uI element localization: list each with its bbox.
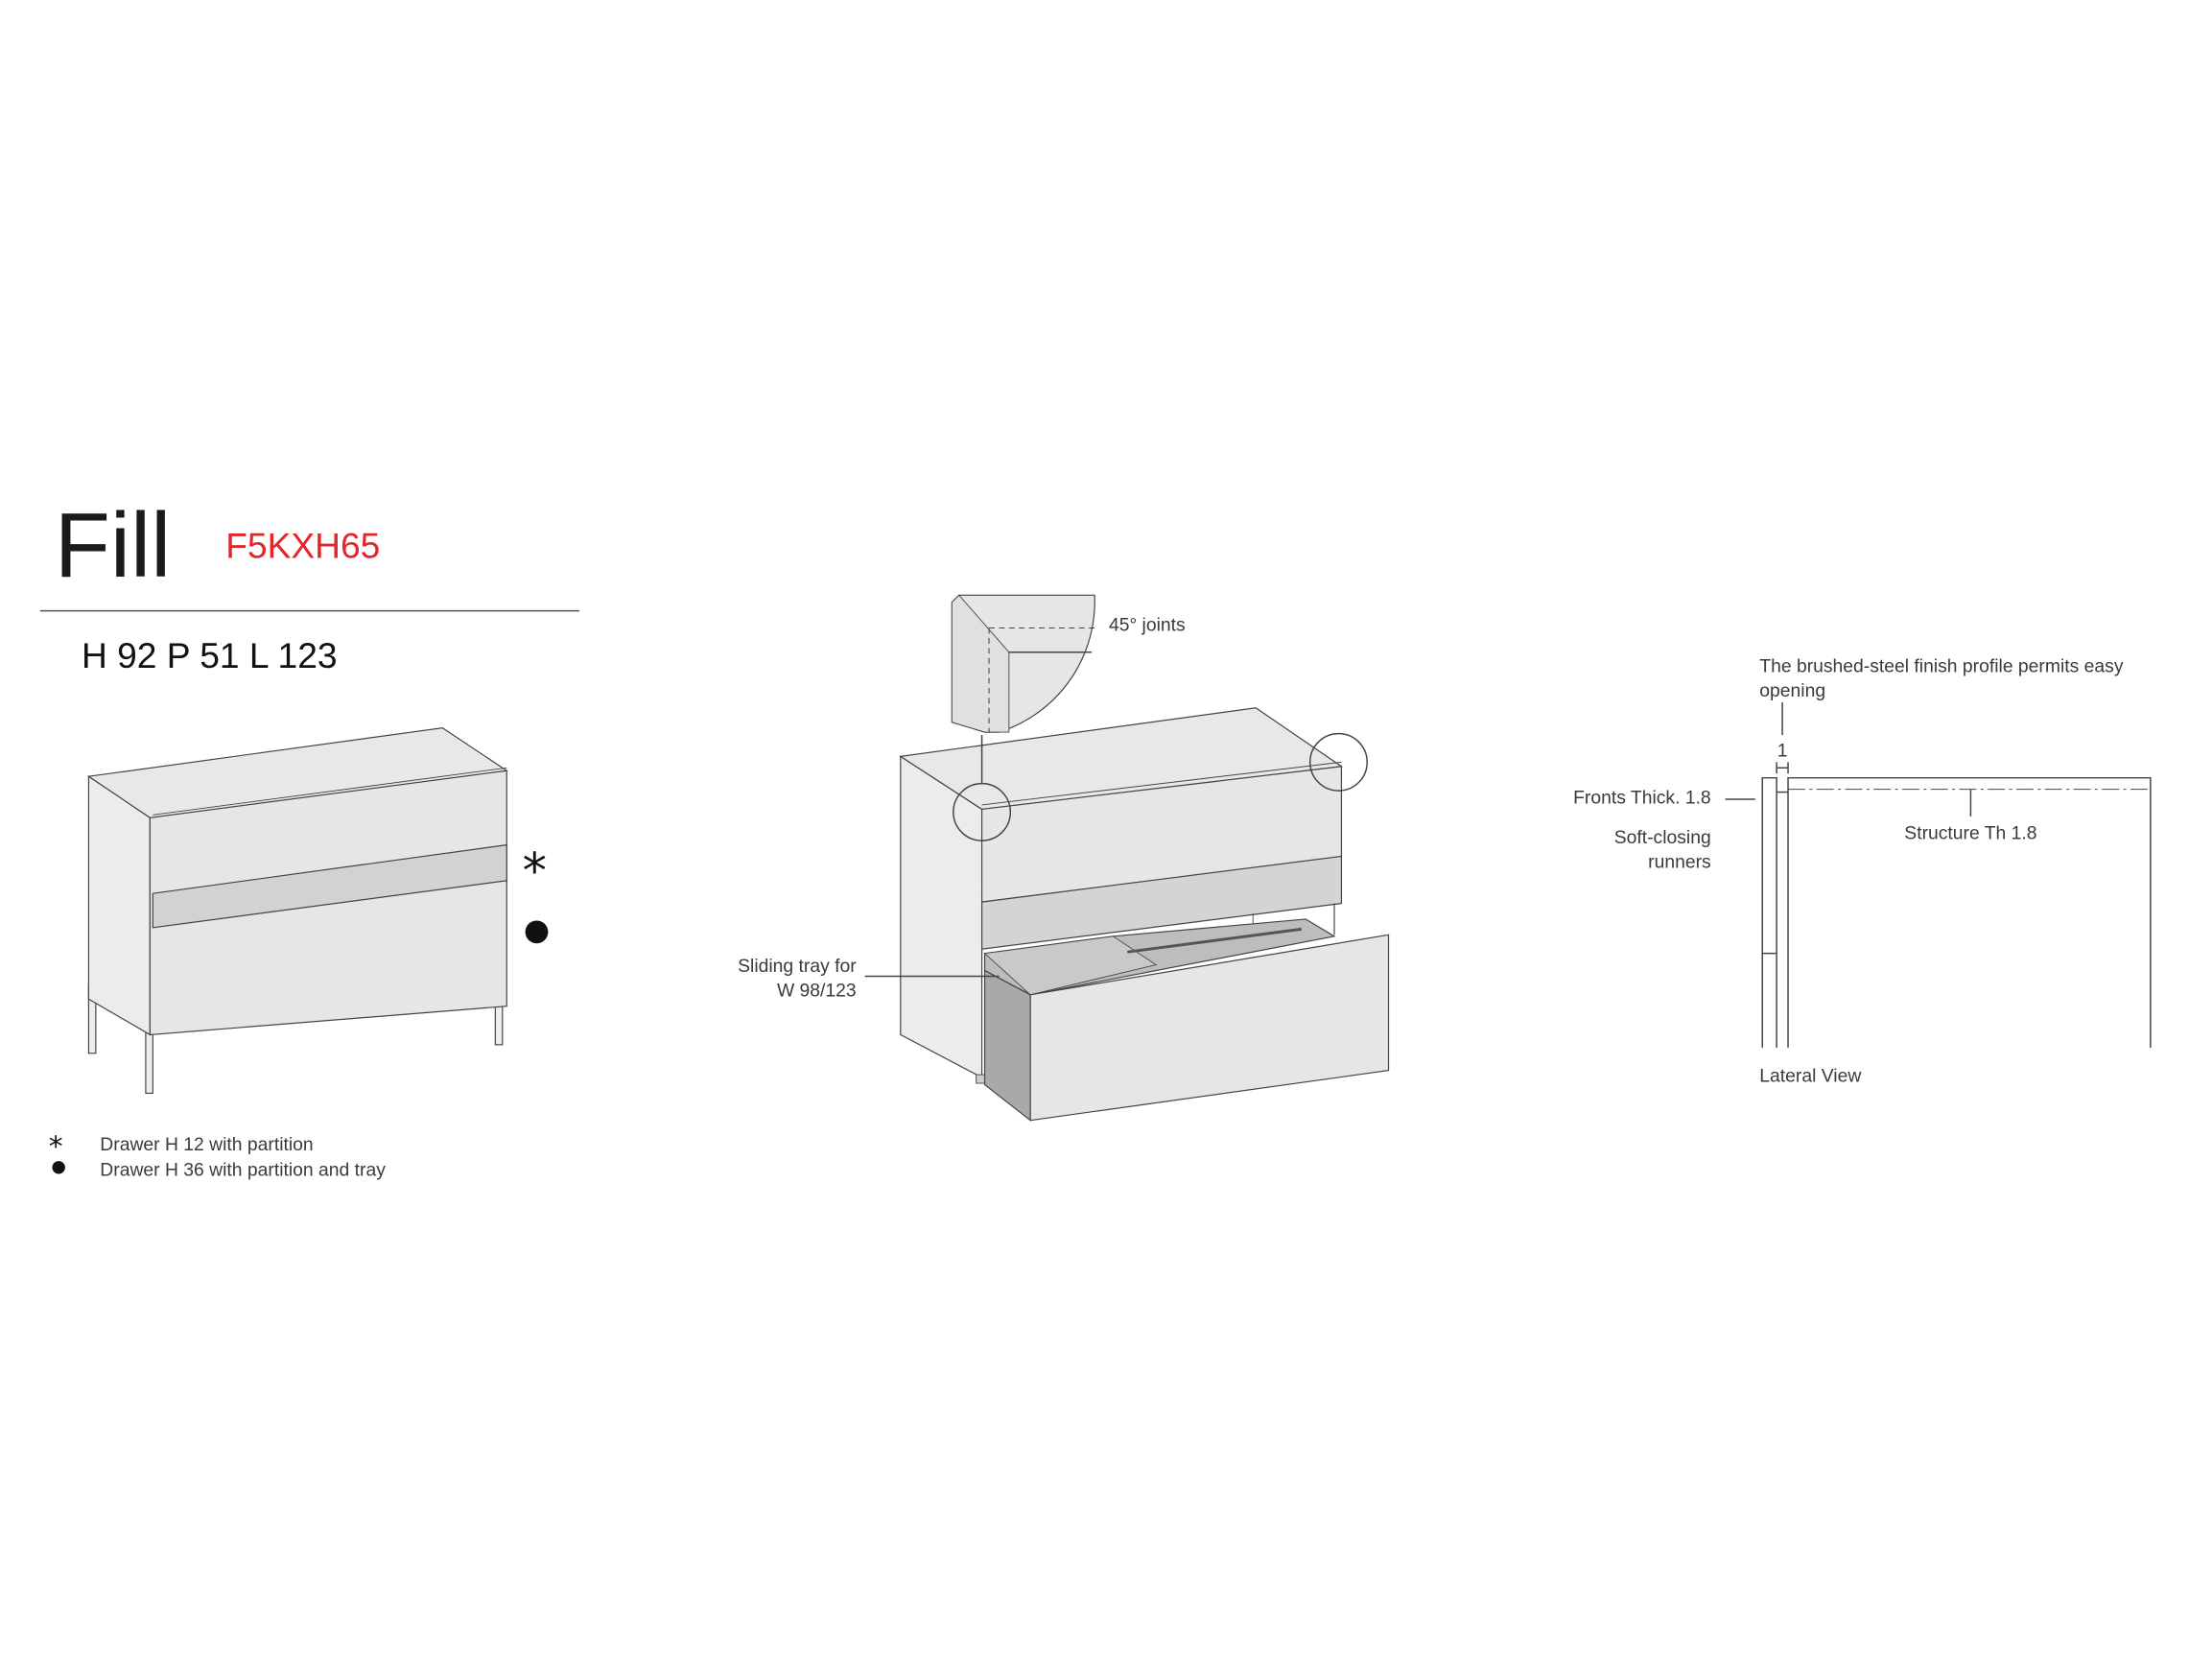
lateral-view-caption: Lateral View	[1759, 1067, 1861, 1087]
legend-symbol-asterisk: *	[49, 1130, 63, 1164]
structure-thickness-label: Structure Th 1.8	[1904, 824, 2036, 844]
runners-label: Soft-closing	[1614, 828, 1711, 848]
lateral-view-drawing	[1725, 701, 2152, 1048]
cabinet-front-view	[86, 727, 508, 1095]
product-code: F5KXH65	[225, 526, 380, 566]
tray-label: Sliding tray for	[738, 957, 857, 977]
profile-note: opening	[1759, 681, 1825, 701]
gap-value: 1	[1777, 741, 1788, 761]
legend-symbol-dot	[52, 1161, 65, 1174]
fronts-thickness-label: Fronts Thick. 1.8	[1573, 788, 1711, 808]
legend-item: Drawer H 36 with partition and tray	[100, 1161, 386, 1181]
product-title: Fill	[55, 495, 172, 597]
tray-label: W 98/123	[777, 981, 857, 1001]
runners-label: runners	[1648, 852, 1711, 872]
asterisk-marker: *	[523, 842, 547, 899]
legend-item: Drawer H 12 with partition	[100, 1135, 313, 1155]
dot-marker	[525, 920, 549, 944]
cabinet-open-drawer-view	[864, 594, 1390, 1122]
legend: * Drawer H 12 with partition Drawer H 36…	[49, 1130, 386, 1181]
profile-note: The brushed-steel finish profile permits…	[1759, 657, 2124, 677]
dimensions: H 92 P 51 L 123	[82, 635, 338, 675]
joints-label: 45° joints	[1109, 615, 1186, 635]
